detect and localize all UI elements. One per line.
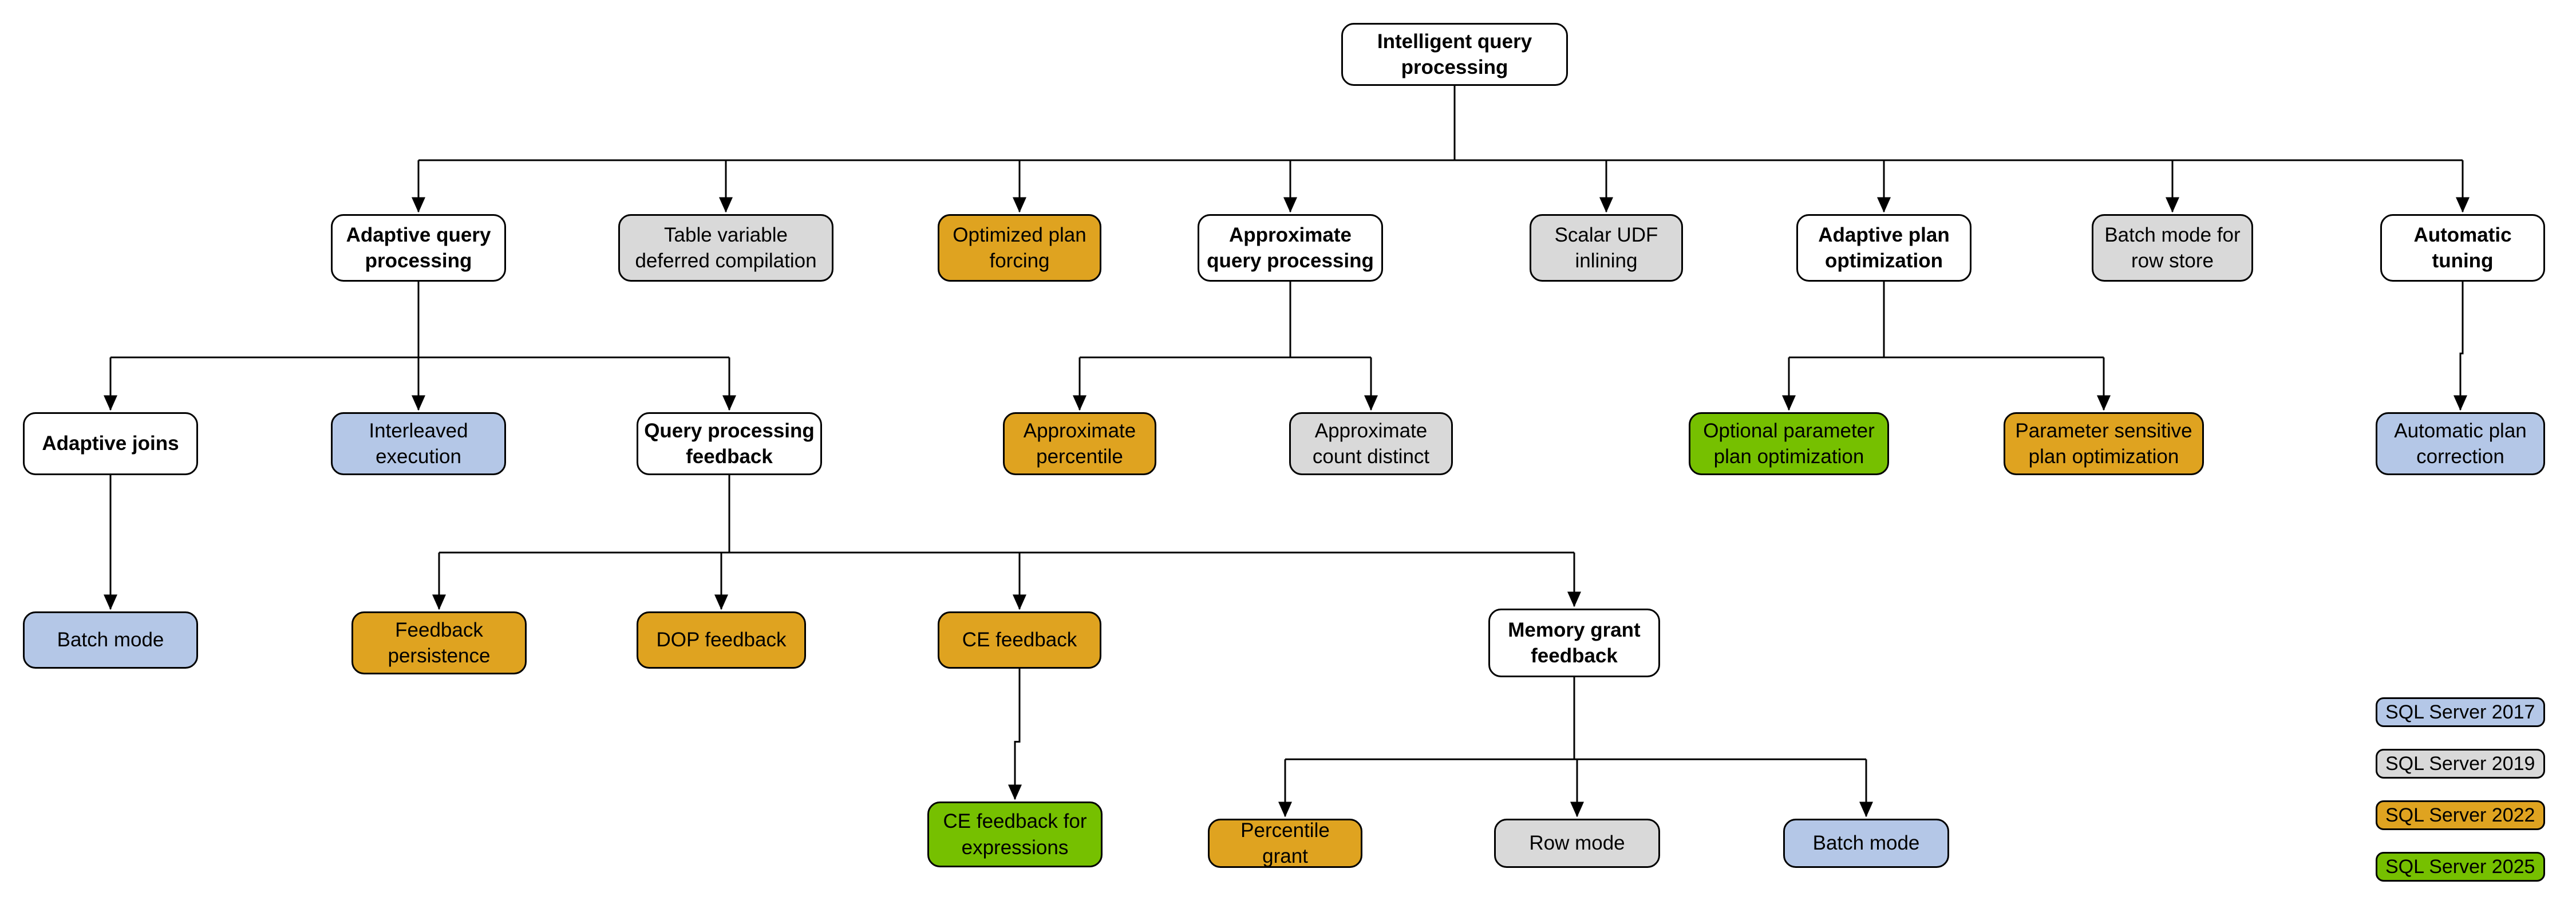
node-batchmode2[interactable]: Batch mode	[1783, 819, 1949, 868]
node-label: Adaptive plan optimization	[1818, 223, 1950, 273]
node-label: Interleaved execution	[369, 419, 468, 468]
node-cefbexpr[interactable]: CE feedback for expressions	[927, 802, 1103, 867]
node-psp[interactable]: Parameter sensitive plan optimization	[2004, 412, 2204, 475]
node-label: Memory grant feedback	[1508, 618, 1641, 668]
node-aqproc[interactable]: Approximate query processing	[1198, 214, 1383, 282]
node-label: Parameter sensitive plan optimization	[2015, 419, 2192, 468]
node-oppo[interactable]: Optional parameter plan optimization	[1689, 412, 1889, 475]
legend-item-sql-server-2025[interactable]: SQL Server 2025	[2376, 852, 2545, 882]
legend-item-sql-server-2022[interactable]: SQL Server 2022	[2376, 800, 2545, 830]
node-label: Batch mode	[57, 629, 164, 652]
node-label: Row mode	[1529, 832, 1625, 855]
node-autotune[interactable]: Automatic tuning	[2380, 214, 2545, 282]
node-label: Optional parameter plan optimization	[1703, 419, 1875, 468]
node-label: Percentile grant	[1240, 819, 1330, 868]
node-label: Approximate query processing	[1207, 223, 1374, 273]
node-qpf[interactable]: Query processing feedback	[637, 412, 822, 475]
node-aqp[interactable]: Adaptive query processing	[331, 214, 506, 282]
node-apc[interactable]: Automatic plan correction	[2376, 412, 2545, 475]
connector	[2453, 282, 2467, 411]
node-label: Adaptive query processing	[346, 223, 491, 273]
node-batchmode1[interactable]: Batch mode	[23, 611, 198, 669]
legend-item-label: SQL Server 2017	[2385, 701, 2535, 723]
legend-item-label: SQL Server 2019	[2385, 752, 2535, 775]
node-sudf[interactable]: Scalar UDF inlining	[1530, 214, 1683, 282]
node-apo[interactable]: Adaptive plan optimization	[1796, 214, 1971, 282]
node-label: Approximate percentile	[1023, 419, 1136, 468]
node-label: Batch mode	[1812, 832, 1920, 855]
node-dopfb[interactable]: DOP feedback	[637, 611, 806, 669]
node-rowmode[interactable]: Row mode	[1494, 819, 1660, 868]
legend-item-sql-server-2017[interactable]: SQL Server 2017	[2376, 697, 2545, 727]
node-cefb[interactable]: CE feedback	[938, 611, 1101, 669]
node-approxpct[interactable]: Approximate percentile	[1003, 412, 1156, 475]
node-label: Automatic plan correction	[2394, 419, 2527, 468]
node-label: Automatic tuning	[2413, 223, 2512, 273]
node-label: Approximate count distinct	[1312, 419, 1430, 468]
legend-item-label: SQL Server 2025	[2385, 855, 2535, 878]
node-root[interactable]: Intelligent query processing	[1341, 23, 1568, 86]
node-bmrs[interactable]: Batch mode for row store	[2092, 214, 2253, 282]
node-opf[interactable]: Optimized plan forcing	[938, 214, 1101, 282]
node-pctgrant[interactable]: Percentile grant	[1208, 819, 1362, 868]
node-label: CE feedback	[962, 629, 1077, 652]
node-label: Optimized plan forcing	[953, 223, 1086, 273]
node-label: Batch mode for row store	[2104, 223, 2241, 273]
legend-item-label: SQL Server 2022	[2385, 804, 2535, 826]
node-label: Feedback persistence	[388, 618, 491, 668]
node-interleaved[interactable]: Interleaved execution	[331, 412, 506, 475]
node-label: CE feedback for expressions	[943, 810, 1087, 859]
node-label: DOP feedback	[656, 629, 787, 652]
node-approxcd[interactable]: Approximate count distinct	[1289, 412, 1453, 475]
node-label: Table variable deferred compilation	[635, 223, 817, 273]
node-label: Intelligent query processing	[1377, 30, 1532, 79]
legend-item-sql-server-2019[interactable]: SQL Server 2019	[2376, 749, 2545, 779]
node-label: Query processing feedback	[644, 419, 815, 468]
node-tvdc[interactable]: Table variable deferred compilation	[618, 214, 833, 282]
node-fbpersist[interactable]: Feedback persistence	[351, 611, 527, 674]
node-label: Scalar UDF inlining	[1554, 223, 1658, 273]
node-mgf[interactable]: Memory grant feedback	[1488, 609, 1660, 677]
connector	[1008, 669, 1022, 800]
node-adaptivejoins[interactable]: Adaptive joins	[23, 412, 198, 475]
node-label: Adaptive joins	[42, 432, 179, 455]
